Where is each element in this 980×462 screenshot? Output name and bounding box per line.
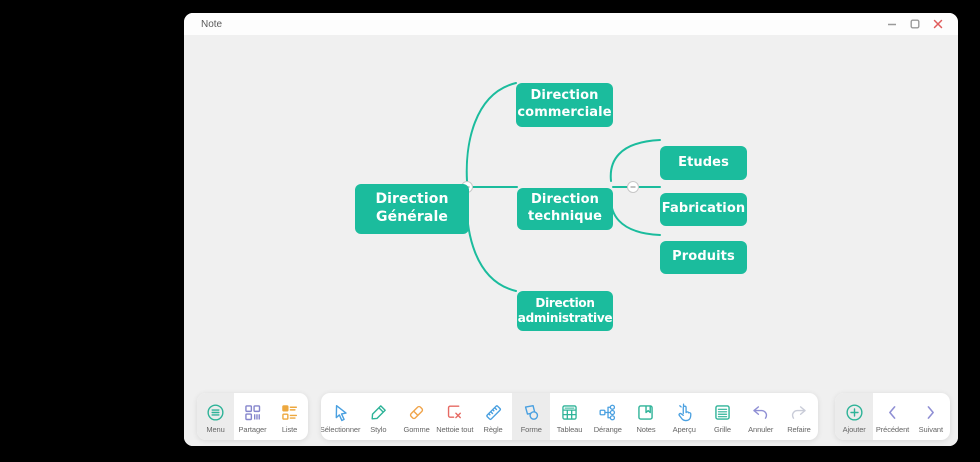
whiteboard-canvas[interactable]: Direction Générale Direction commerciale… — [184, 35, 958, 446]
maximize-button[interactable] — [908, 17, 922, 31]
annuler-button[interactable]: Annuler — [742, 393, 780, 440]
chevron-left-icon — [881, 401, 903, 423]
partager-button[interactable]: Partager — [234, 393, 271, 440]
link-technique-produits — [609, 192, 661, 236]
liste-label: Liste — [281, 425, 298, 434]
tableau-button[interactable]: Tableau — [550, 393, 588, 440]
add-icon — [843, 401, 865, 423]
ajouter-button[interactable]: Ajouter — [835, 393, 874, 440]
precedent-button[interactable]: Précédent — [873, 393, 911, 440]
pointer-hand-icon — [673, 401, 695, 423]
partager-label: Partager — [238, 425, 267, 434]
stylo-button[interactable]: Stylo — [359, 393, 397, 440]
menu-icon — [205, 401, 227, 423]
mindmap-node-produits[interactable]: Produits — [660, 241, 747, 274]
pen-icon — [367, 401, 389, 423]
liste-button[interactable]: Liste — [271, 393, 308, 440]
link-generale-commerciale — [465, 82, 517, 182]
notebook-icon — [635, 401, 657, 423]
note-window: Note — [184, 13, 958, 446]
mindmap-node-direction-administrative[interactable]: Direction administrative — [517, 291, 613, 331]
link-technique-etudes — [609, 139, 661, 182]
window-title: Note — [201, 18, 223, 30]
ruler-icon — [482, 401, 504, 423]
notes-button[interactable]: Notes — [627, 393, 665, 440]
shapes-icon — [520, 401, 542, 423]
mindmap-icon — [597, 401, 619, 423]
suivant-button[interactable]: Suivant — [912, 393, 950, 440]
refaire-button[interactable]: Refaire — [780, 393, 818, 440]
link-generale-administrative — [465, 192, 517, 292]
clear-all-icon — [444, 401, 466, 423]
menu-label: Menu — [206, 425, 225, 434]
toolbar-group-pages: Ajouter Précédent Suivant — [835, 393, 950, 440]
collapse-toggle-technique[interactable] — [627, 181, 639, 193]
mindmap-node-direction-generale[interactable]: Direction Générale — [355, 184, 469, 234]
toolbar-group-menu: Menu Partager Li — [197, 393, 308, 440]
mindmap-node-direction-technique[interactable]: Direction technique — [517, 188, 613, 230]
derange-button[interactable]: Dérange — [589, 393, 627, 440]
share-grid-icon — [242, 401, 264, 423]
forme-button[interactable]: Forme — [512, 393, 551, 440]
nettoie-tout-button[interactable]: Nettoie tout — [436, 393, 474, 440]
window-controls — [885, 17, 945, 31]
eraser-icon — [406, 401, 428, 423]
cursor-icon — [329, 401, 351, 423]
list-icon — [279, 401, 301, 423]
undo-icon — [750, 401, 772, 423]
mindmap-node-direction-commerciale[interactable]: Direction commerciale — [516, 83, 613, 127]
close-button[interactable] — [931, 17, 945, 31]
regle-button[interactable]: Règle — [474, 393, 512, 440]
gomme-button[interactable]: Gomme — [397, 393, 435, 440]
titlebar: Note — [184, 13, 958, 36]
apercu-button[interactable]: Aperçu — [665, 393, 703, 440]
redo-icon — [788, 401, 810, 423]
chevron-right-icon — [920, 401, 942, 423]
selectionner-button[interactable]: Sélectionner — [321, 393, 360, 440]
mindmap-node-etudes[interactable]: Etudes — [660, 146, 747, 180]
table-icon — [559, 401, 581, 423]
grille-button[interactable]: Grille — [703, 393, 741, 440]
minimize-button[interactable] — [885, 17, 899, 31]
toolbar-group-tools: Sélectionner Stylo Gomme — [321, 393, 818, 440]
mindmap-node-fabrication[interactable]: Fabrication — [660, 193, 747, 226]
grid-lines-icon — [711, 401, 733, 423]
menu-button[interactable]: Menu — [197, 393, 234, 440]
